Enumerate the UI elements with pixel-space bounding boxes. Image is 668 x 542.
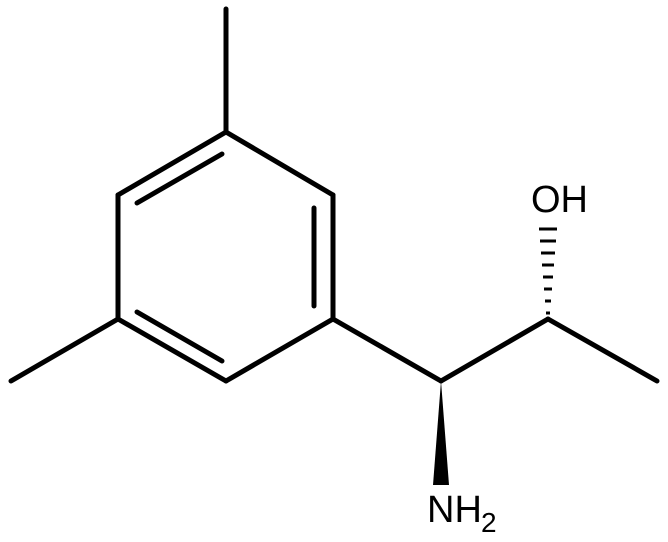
- ring-double-bond-inner-bottom-left: [134, 309, 225, 364]
- amine-label-subscript: 2: [481, 507, 497, 538]
- hash-bond-to-hydroxyl: [539, 227, 557, 315]
- ring-bond-top-right: [223, 129, 336, 198]
- ring-bond-bottom-left: [115, 316, 229, 384]
- bond-c1-to-c2: [438, 316, 551, 384]
- ring-bond-top-left: [115, 129, 229, 198]
- benzene-ring: [115, 129, 336, 384]
- bond-c2-to-methyl: [545, 316, 660, 384]
- ring-double-bond-inner-top-left: [134, 151, 225, 206]
- bond-ring-to-c1: [330, 316, 444, 384]
- amine-label-main: NH: [427, 489, 482, 531]
- methyl-bond-left: [8, 316, 121, 384]
- amine-label: NH 2: [427, 489, 497, 538]
- hydroxyl-label: OH: [531, 179, 588, 221]
- wedge-bond-to-amine: [433, 381, 449, 485]
- ring-bond-bottom-right: [223, 316, 336, 384]
